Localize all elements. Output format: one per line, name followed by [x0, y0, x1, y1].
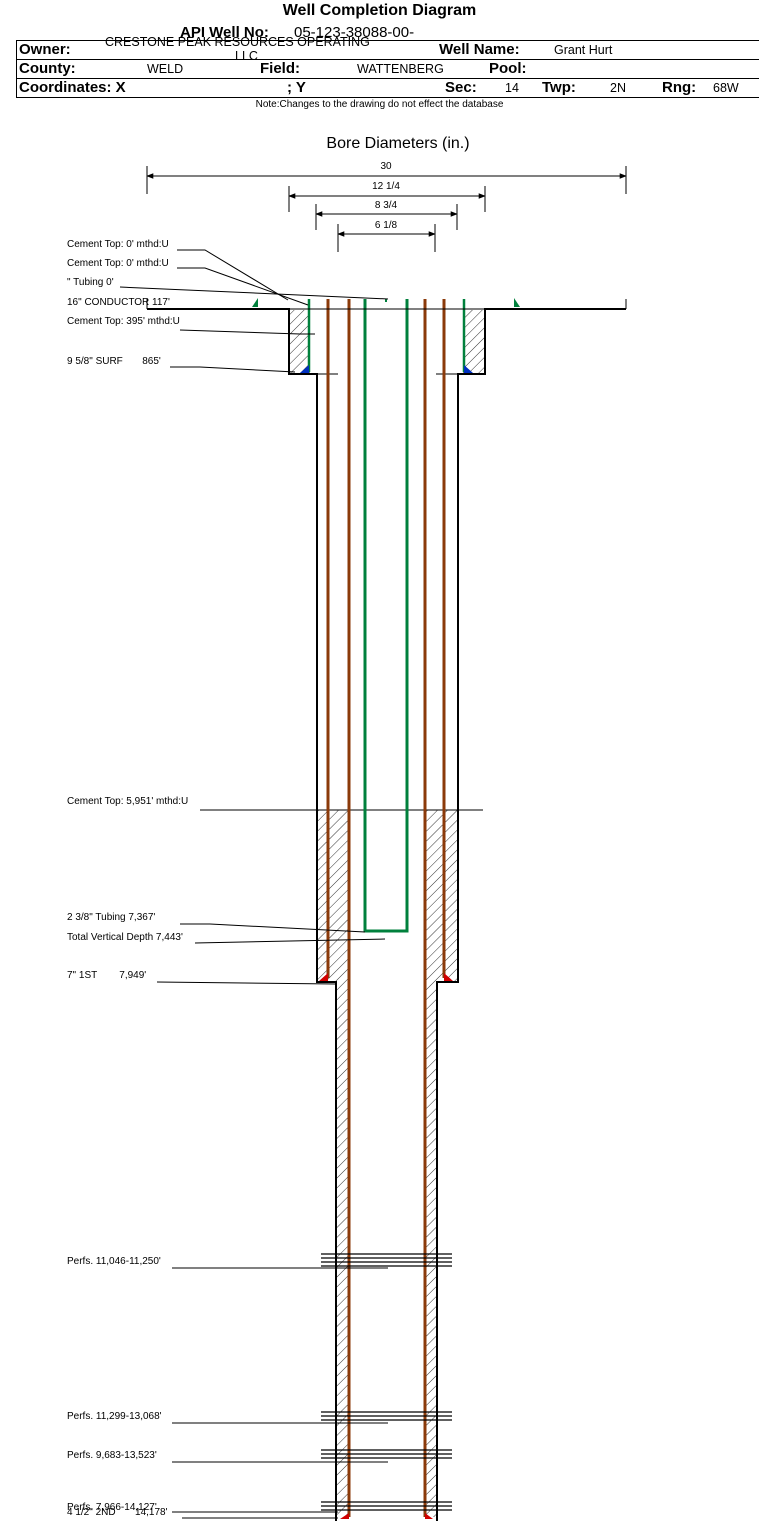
annotation-cement-top-5951: Cement Top: 5,951' mthd:U [67, 796, 188, 807]
cement-production-right [425, 982, 437, 1517]
surface-shoe-right [464, 365, 473, 373]
cement-production-left [336, 982, 349, 1517]
pool-label: Pool: [489, 60, 527, 77]
page-title: Well Completion Diagram [282, 2, 477, 19]
perf-group-1 [321, 1253, 452, 1267]
well-name-label: Well Name: [439, 41, 520, 58]
annotation-perfs-4: Perfs. 7,966-14,127' [67, 1502, 157, 1513]
county-label: County: [19, 60, 76, 77]
production-shoe-right [425, 1513, 433, 1519]
rng-value: 68W [713, 81, 739, 95]
intermediate-shoe-right [444, 973, 453, 981]
bore-diameters-title: Bore Diameters (in.) [326, 135, 469, 152]
owner-value: CRESTONE PEAK RESOURCES OPERATING [105, 35, 370, 49]
api-well-label: API Well No: [180, 24, 269, 41]
rng-label: Rng: [662, 79, 697, 96]
header-row-owner: Owner: CRESTONE PEAK RESOURCES OPERATING… [16, 35, 759, 63]
annotation-perfs-1: Perfs. 11,046-11,250' [67, 1256, 161, 1267]
note-text: Note:Changes to the drawing do not effec… [255, 99, 504, 110]
annotation-tubing-7367: 2 3/8" Tubing 7,367' [67, 912, 155, 923]
annotation-cement-top-395: Cement Top: 395' mthd:U [67, 316, 180, 327]
cement-regions [289, 310, 485, 1517]
annotation-conductor: 16" CONDUCTOR 117' [67, 297, 170, 308]
coord-x-label: Coordinates: X [19, 79, 126, 96]
cement-surface-right [464, 310, 485, 374]
production-shoe-left [340, 1513, 349, 1519]
bore-diameter-label-2: 8 3/4 [375, 200, 398, 211]
owner-label: Owner: [19, 41, 71, 58]
perforations [321, 1253, 452, 1511]
annotation-cement-top-0-b: Cement Top: 0' mthd:U [67, 258, 169, 269]
conductor-shoe-left [252, 298, 258, 307]
bore-dimension-lines [146, 166, 627, 252]
twp-label: Twp: [542, 79, 576, 96]
annotation-intermediate-casing: 7" 1ST 7,949' [67, 970, 146, 981]
leader-lines [119, 249, 389, 1519]
api-well-value: 05-123-38088-00- [294, 24, 415, 41]
conductor-shoe-right [514, 298, 520, 307]
bore-diameter-label-1: 12 1/4 [372, 181, 400, 192]
county-value: WELD [147, 62, 184, 76]
header-row-coordinates: Coordinates: X ; Y Sec: 14 Twp: 2N Rng: … [16, 78, 759, 98]
perf-group-2 [321, 1411, 452, 1421]
intermediate-shoe-left [319, 973, 328, 981]
conductor-casing [307, 299, 466, 372]
cement-intermediate-left [317, 810, 349, 982]
annotation-surface-casing: 9 5/8" SURF 865' [67, 356, 161, 367]
bore-walls [146, 299, 627, 1521]
header-row-county: County: WELD Field: WATTENBERG Pool: [16, 59, 759, 78]
annotation-production-casing: 4 1/2" 2ND 14,178' [67, 1507, 168, 1518]
cement-intermediate-right [425, 810, 458, 982]
annotation-tubing-0: " Tubing 0' [67, 277, 114, 288]
twp-value: 2N [610, 81, 626, 95]
surface-casing [308, 310, 483, 811]
cement-surface-left [289, 310, 309, 374]
production-casing [326, 299, 446, 1517]
sec-value: 14 [505, 81, 519, 95]
bore-diameter-label-0: 30 [380, 161, 392, 172]
annotation-perfs-3: Perfs. 9,683-13,523' [67, 1450, 157, 1461]
sec-label: Sec: [445, 79, 477, 96]
annotation-perfs-2: Perfs. 11,299-13,068' [67, 1411, 162, 1422]
field-value: WATTENBERG [357, 62, 444, 76]
casing-shoes [252, 298, 520, 1519]
perf-group-3 [321, 1449, 452, 1459]
annotation-cement-top-0-a: Cement Top: 0' mthd:U [67, 239, 169, 250]
annotation-total-vertical-depth: Total Vertical Depth 7,443' [67, 932, 183, 943]
well-name-value: Grant Hurt [554, 43, 613, 57]
perf-group-4 [321, 1501, 452, 1511]
tubing-string [363, 299, 409, 933]
field-label: Field: [260, 60, 300, 77]
bore-diameter-label-3: 6 1/8 [375, 220, 398, 231]
surface-shoe-left [300, 365, 309, 373]
coord-y-label: ; Y [287, 79, 306, 96]
